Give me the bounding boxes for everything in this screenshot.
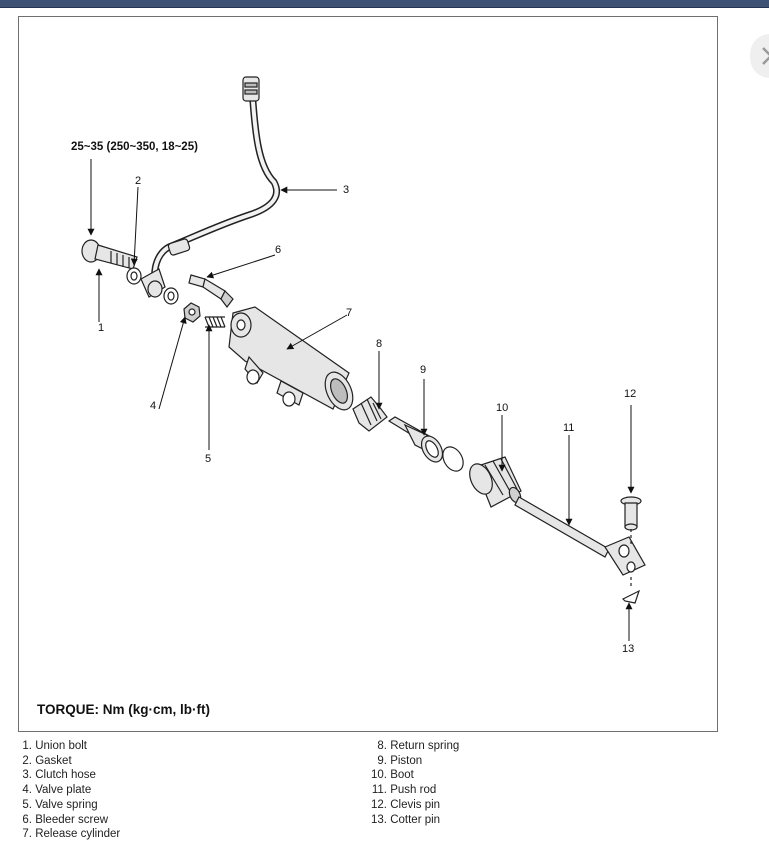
legend-item: 4. Valve plate — [22, 784, 92, 797]
exploded-parts-drawing — [81, 76, 646, 641]
callout-10: 10 — [496, 402, 509, 414]
bleeder-screw-part — [188, 274, 234, 308]
legend-item: 2. Gasket — [22, 754, 72, 767]
piston-part — [387, 416, 444, 463]
release-cylinder-part — [228, 306, 354, 411]
diagram-frame: 25~35 (250~350, 18~25) 1 2 3 4 5 6 7 8 9… — [18, 16, 718, 732]
callout-2: 2 — [135, 175, 142, 187]
legend-item: 13. Cotter pin — [371, 813, 441, 826]
callout-3: 3 — [343, 184, 350, 196]
callout-4: 4 — [150, 400, 157, 412]
legend-item: 1. Union bolt — [22, 740, 87, 752]
valve-spring-part — [204, 316, 226, 328]
callout-1: 1 — [98, 322, 105, 334]
torque-units-label: TORQUE: Nm (kg·cm, lb·ft) — [37, 702, 210, 717]
callout-7: 7 — [346, 307, 353, 319]
callout-6: 6 — [275, 244, 282, 256]
union-bolt-part — [81, 239, 138, 270]
parts-legend-right: 8. Return spring 9. Piston 10. Boot 11. … — [361, 739, 459, 827]
legend-item: 11. Push rod — [371, 784, 437, 797]
cotter-pin-part — [621, 577, 641, 604]
clevis-pin-part — [620, 496, 642, 545]
next-arrow-button[interactable] — [750, 34, 769, 78]
clutch-hose-part — [151, 76, 281, 293]
legend-item: 10. Boot — [371, 769, 414, 782]
chevron-right-icon — [762, 47, 769, 65]
legend-item: 3. Clutch hose — [22, 769, 96, 782]
callout-9: 9 — [420, 364, 427, 376]
legend-item: 9. Piston — [377, 754, 423, 767]
legend-item: 6. Bleeder screw — [22, 813, 109, 826]
callout-13: 13 — [622, 643, 635, 655]
callout-11: 11 — [563, 422, 575, 434]
window-top-bar — [0, 0, 769, 8]
legend-item: 7. Release cylinder — [22, 828, 121, 841]
legend-item: 12. Clevis pin — [371, 798, 441, 811]
snap-ring-part — [442, 446, 464, 472]
callout-8: 8 — [376, 338, 383, 350]
legend-item: 5. Valve spring — [22, 798, 98, 811]
boot-part — [469, 456, 522, 508]
valve-plate-part — [183, 302, 201, 323]
legend-item: 8. Return spring — [377, 740, 460, 752]
torque-spec-label: 25~35 (250~350, 18~25) — [71, 141, 198, 153]
return-spring-part — [352, 396, 388, 432]
parts-legend-left: 1. Union bolt 2. Gasket 3. Clutch hose 4… — [21, 739, 120, 842]
push-rod-part — [514, 496, 646, 576]
callout-5: 5 — [205, 453, 212, 465]
callout-12: 12 — [624, 388, 637, 400]
